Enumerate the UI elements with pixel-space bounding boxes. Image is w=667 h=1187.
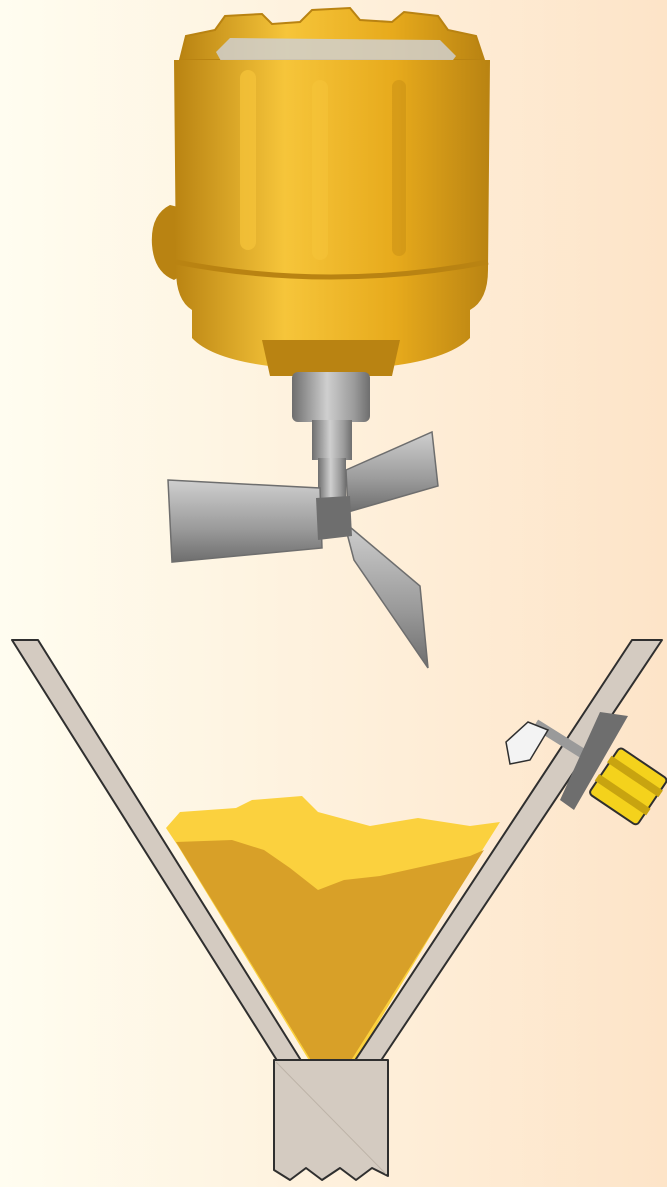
side-switch-paddle — [506, 722, 548, 764]
shaft-collar — [292, 372, 370, 422]
housing-neck — [262, 340, 400, 376]
paddle-blade — [344, 522, 428, 668]
hopper-assembly — [12, 640, 667, 1180]
housing-rib — [240, 70, 256, 250]
paddle-blade — [346, 432, 438, 512]
housing-cylinder — [174, 60, 490, 370]
housing-rib — [312, 80, 328, 260]
housing — [174, 8, 490, 376]
level-switch — [152, 8, 490, 668]
paddle-blade — [168, 480, 322, 562]
housing-rib — [392, 80, 406, 256]
shaft-coupling — [312, 420, 352, 460]
paddle — [168, 432, 438, 668]
paddle-hub — [316, 496, 352, 540]
